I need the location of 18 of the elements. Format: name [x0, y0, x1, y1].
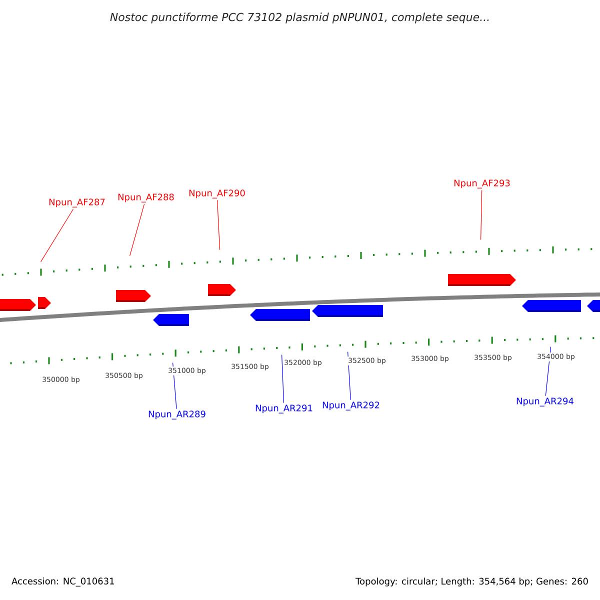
gene-label: Npun_AR291 — [256, 404, 312, 414]
footer-text: Accession: NC_010631 — [12, 578, 114, 586]
scale-ticks-drawing — [2, 246, 592, 276]
scale-ticks-drawing — [10, 335, 594, 364]
gene-label: Npun_AR292 — [322, 402, 380, 410]
leader-line — [282, 354, 284, 404]
leader-line — [130, 204, 145, 256]
leader-line — [217, 200, 220, 250]
leader-line — [40, 208, 74, 262]
gene-label: Npun_AF290 — [189, 190, 245, 198]
gene-label: Npun_AR289 — [148, 410, 206, 420]
gene-label: Npun_AF293 — [454, 180, 510, 188]
title: Nostoc punctiforme PCC 73102 plasmid pNPUN01, complete seque... — [110, 12, 489, 24]
gene-label: Npun_AR294 — [516, 398, 574, 406]
gene-label: Npun_AF287 — [49, 198, 105, 208]
footer-text: Topology: circular; Length: 354,564 bp; Genes: 260 — [356, 578, 588, 586]
leader-line — [480, 190, 482, 240]
gene-label: Npun_AF288 — [118, 194, 174, 202]
